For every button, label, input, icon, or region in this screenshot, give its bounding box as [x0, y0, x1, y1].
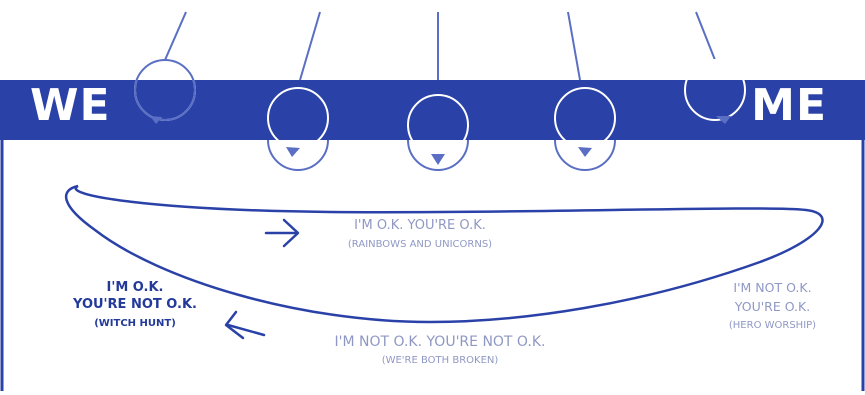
bottom-position-subtitle: (WE'RE BOTH BROKEN): [255, 355, 625, 368]
top-position-subtitle: (RAINBOWS AND UNICORNS): [255, 239, 585, 252]
left-position-line1: I'M O.K.: [55, 280, 215, 296]
right-position-line2: YOU'RE O.K.: [690, 299, 855, 315]
top-position-title: I'M O.K. YOU'RE O.K.: [255, 218, 585, 234]
left-position-subtitle: (WITCH HUNT): [55, 318, 215, 331]
pendulum-string-1: [165, 12, 186, 60]
pendulum-ball-2-lower: [268, 140, 328, 170]
banner-bar: [0, 80, 865, 140]
right-position-line1: I'M NOT O.K.: [690, 280, 855, 296]
left-position-line2: YOU'RE NOT O.K.: [55, 297, 215, 313]
me-label: ME: [751, 84, 827, 128]
bottom-position-title: I'M NOT O.K. YOU'RE NOT O.K.: [255, 334, 625, 352]
pendulum-string-4: [568, 12, 580, 80]
right-position-subtitle: (HERO WORSHIP): [690, 320, 855, 333]
we-label: WE: [30, 84, 111, 128]
pendulum-string-2: [300, 12, 320, 80]
pendulum-string-5: [696, 12, 715, 60]
